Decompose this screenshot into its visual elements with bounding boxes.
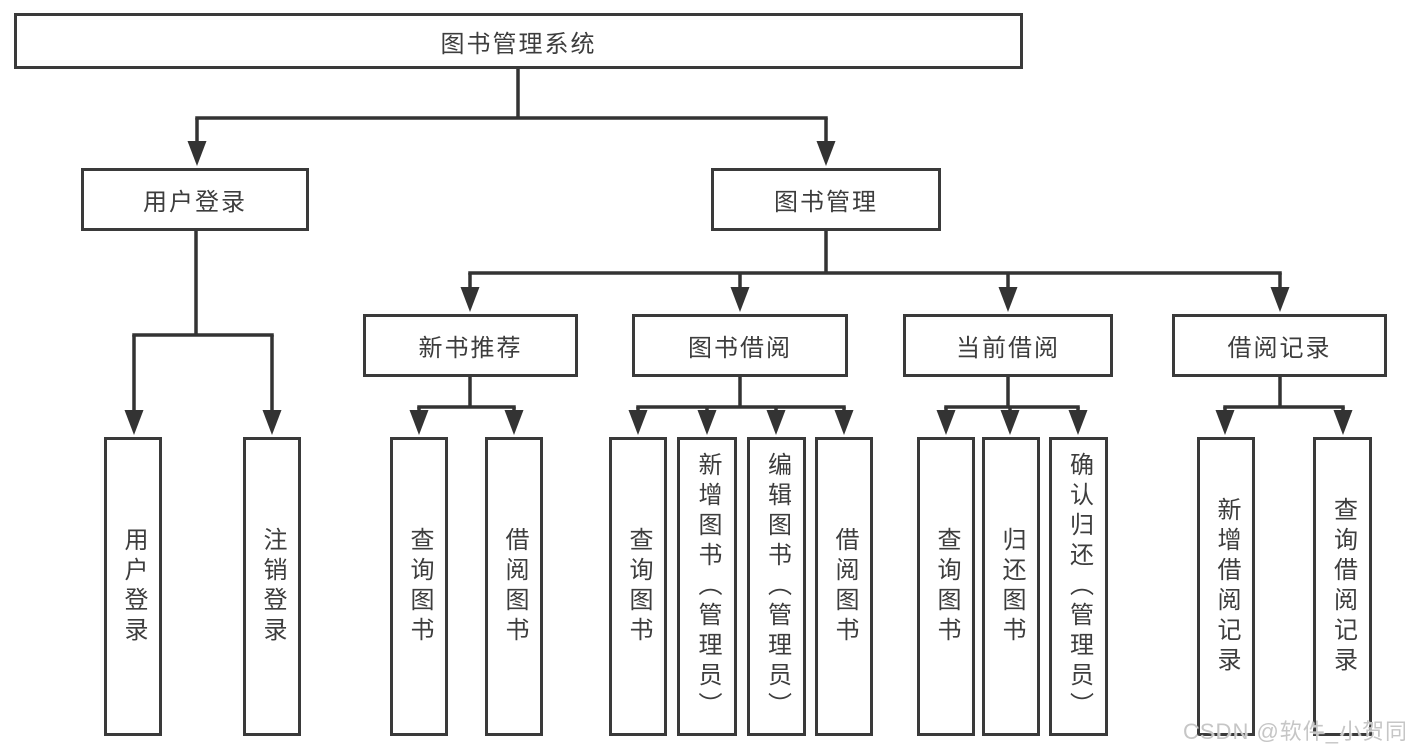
leaf-label: 新增借阅记录	[1213, 496, 1240, 677]
leaf-label: 归还图书	[998, 526, 1025, 647]
arrowhead-icon	[834, 410, 854, 435]
leaf-query-books-recommend: 查询图书	[390, 437, 448, 736]
arrowhead-icon	[187, 141, 207, 166]
leaf-label: 新增图书（管理员）	[694, 451, 721, 722]
node-book-management: 图书管理	[711, 168, 941, 231]
leaf-label: 借阅图书	[501, 526, 528, 647]
arrowhead-icon	[409, 410, 429, 435]
watermark: CSDN @软件_小贺同学	[1183, 719, 1405, 744]
leaf-logout: 注销登录	[243, 437, 301, 736]
arrowhead-icon	[1333, 410, 1353, 435]
node-root: 图书管理系统	[14, 13, 1023, 69]
arrowhead-icon	[697, 410, 717, 435]
leaf-edit-book-admin: 编辑图书（管理员）	[747, 437, 806, 736]
leaf-label: 用户登录	[120, 526, 147, 647]
arrowhead-icon	[504, 410, 524, 435]
arrowhead-icon	[936, 410, 956, 435]
arrowhead-icon	[730, 287, 750, 312]
arrowhead-icon	[262, 410, 282, 435]
leaf-label: 借阅图书	[831, 526, 858, 647]
arrowhead-icon	[1215, 410, 1235, 435]
leaf-label: 注销登录	[259, 526, 286, 647]
leaf-confirm-return-admin: 确认归还（管理员）	[1049, 437, 1108, 736]
arrowhead-icon	[766, 410, 786, 435]
leaf-user-login: 用户登录	[104, 437, 162, 736]
leaf-label: 查询图书	[933, 526, 960, 647]
arrowhead-icon	[816, 141, 836, 166]
node-user-login: 用户登录	[81, 168, 309, 231]
leaf-query-books-current: 查询图书	[917, 437, 975, 736]
node-new-book-recommend: 新书推荐	[363, 314, 578, 377]
leaf-borrow-books-recommend: 借阅图书	[485, 437, 543, 736]
leaf-return-book: 归还图书	[982, 437, 1040, 736]
node-book-borrow: 图书借阅	[632, 314, 848, 377]
leaf-query-borrow-record: 查询借阅记录	[1313, 437, 1372, 736]
node-borrow-records: 借阅记录	[1172, 314, 1387, 377]
leaf-add-borrow-record: 新增借阅记录	[1197, 437, 1255, 736]
arrowhead-icon	[1068, 410, 1088, 435]
node-current-borrow: 当前借阅	[903, 314, 1113, 377]
leaf-label: 查询借阅记录	[1329, 496, 1357, 677]
leaf-query-books-borrow: 查询图书	[609, 437, 667, 736]
leaf-label: 编辑图书（管理员）	[763, 451, 791, 722]
arrowhead-icon	[1000, 410, 1020, 435]
arrowhead-icon	[998, 287, 1018, 312]
arrowhead-icon	[628, 410, 648, 435]
leaf-borrow-books-2: 借阅图书	[815, 437, 873, 736]
leaf-label: 确认归还（管理员）	[1065, 451, 1093, 722]
leaf-label: 查询图书	[625, 526, 652, 647]
leaf-label: 查询图书	[406, 526, 433, 647]
leaf-add-book-admin: 新增图书（管理员）	[677, 437, 737, 736]
arrowhead-icon	[1270, 287, 1290, 312]
arrowhead-icon	[124, 410, 144, 435]
arrowhead-icon	[460, 287, 480, 312]
